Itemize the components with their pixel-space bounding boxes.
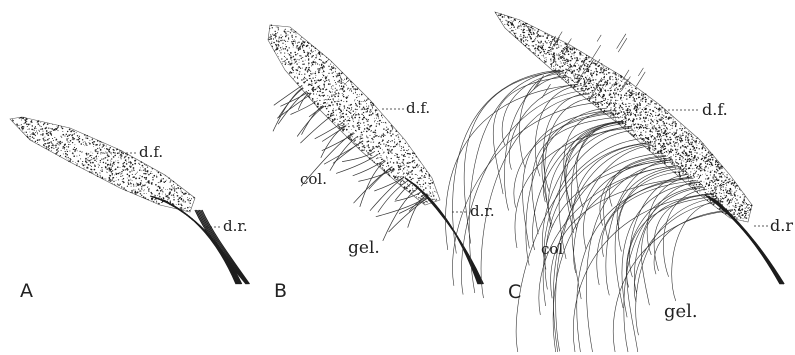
- panel-b-dr-label: d.r.: [470, 204, 495, 219]
- panel-b-letter: B: [274, 282, 287, 301]
- panel-c-gel-label: gel.: [664, 303, 698, 321]
- panel-a-dorsal-root: [150, 196, 250, 284]
- panel-a-dorsal-funiculus: [10, 117, 195, 212]
- panel-b-df-label: d.f.: [406, 101, 430, 116]
- panel-c-letter: C: [508, 283, 521, 302]
- panel-b-gel-label: gel.: [348, 240, 380, 257]
- panel-c-dr-label: d.r: [770, 218, 793, 234]
- panel-b-col-label: col.: [300, 172, 327, 187]
- panel-a-dr-label: d.r.: [223, 219, 248, 234]
- panel-a-df-label: d.f.: [139, 145, 163, 160]
- panel-a-letter: A: [20, 282, 33, 301]
- panel-c-col-label: col: [541, 242, 563, 257]
- panel-c-drawing: [446, 12, 785, 352]
- panel-a-drawing: [10, 117, 250, 284]
- panel-c-df-label: d.f.: [702, 102, 728, 118]
